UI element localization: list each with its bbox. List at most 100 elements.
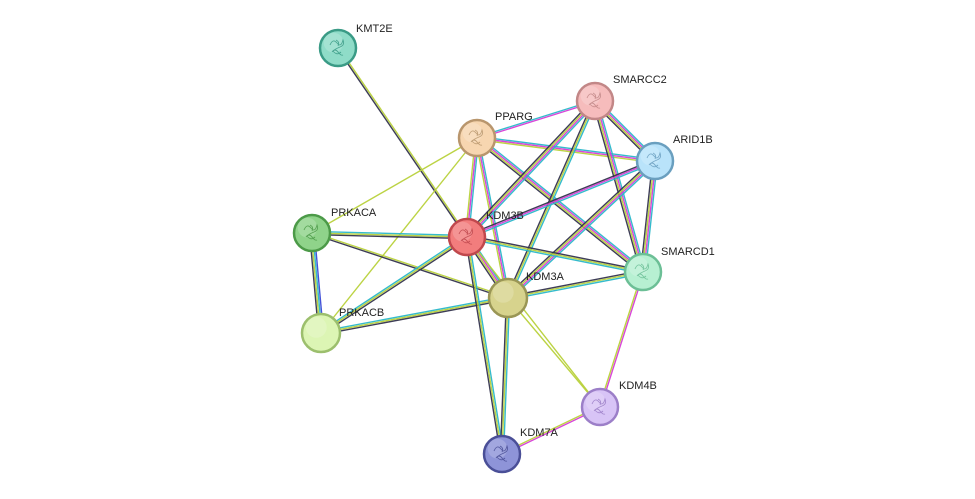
edge-pparg-smarcd1[interactable] [475,135,645,275]
edge-line-textmining [476,138,655,164]
edge-line-coexpression [321,237,469,335]
node-label-kdm7a: KDM7A [520,427,559,439]
edge-line-coexpression [505,158,654,297]
edge-line-database [468,102,598,240]
protein-structure-icon [646,151,662,169]
node-prkaca[interactable] [292,213,332,253]
edge-line-textmining [476,138,643,274]
edge-prkaca-kdm3b[interactable] [311,230,468,240]
edge-line-database [508,272,644,301]
node-kdm7a[interactable] [482,434,522,474]
edge-line-textmining [474,138,508,299]
edge-line-coexpression [507,269,643,298]
edge-line-database [478,135,645,271]
protein-structure-icon [458,227,474,245]
edge-smarcd1-kdm3a[interactable] [507,269,644,301]
node-highlight [492,281,514,303]
edge-pparg-kdm3a[interactable] [474,137,511,299]
edge-line-experimental [476,137,509,299]
edge-line-textmining [320,236,468,334]
node-circle [487,277,529,319]
edge-kdm3b-kdm4b[interactable] [466,236,601,408]
edge-line-database [312,230,468,237]
protein-structure-icon [586,91,602,109]
edge-line-textmining [507,100,596,299]
node-kdm3a[interactable] [487,277,529,319]
edge-line-textmining [593,101,643,273]
node-smarcc2[interactable] [575,81,615,121]
edge-line-database [509,162,658,301]
edge-line-database [502,298,511,455]
node-arid1b[interactable] [635,141,675,181]
edge-pparg-smarcc2[interactable] [476,99,596,140]
edge-line-experimental [466,160,656,238]
node-kmt2e[interactable] [318,28,358,68]
edge-line-database [477,135,656,161]
edge-line-experimental [476,137,656,162]
node-prkacb[interactable] [300,312,342,354]
edge-line-coexpression [321,298,509,336]
node-label-prkacb: PRKACB [339,307,384,319]
node-label-prkaca: PRKACA [331,207,377,219]
edge-line-coexpression [466,158,655,237]
edge-line-textmining [311,232,468,238]
edge-line-experimental [477,101,596,140]
protein-structure-icon [468,128,484,146]
node-highlight [628,256,649,277]
edge-line-textmining [507,271,644,299]
node-highlight [640,145,661,166]
edge-line-textmining [311,137,478,234]
node-kdm3b[interactable] [447,217,487,257]
node-kdm4b[interactable] [580,387,620,427]
edge-line-textmining [501,297,509,455]
edge-line-coexpression [499,297,508,454]
edge-smarcc2-kdm3a[interactable] [505,100,598,299]
node-label-kmt2e: KMT2E [356,23,393,35]
edge-line-database [476,99,595,138]
edge-line-coexpression [475,139,642,275]
edge-line-coexpression [464,237,502,455]
edge-kmt2e-kdm3b[interactable] [336,47,469,238]
edge-line-textmining [338,47,469,237]
edge-line-database [466,237,643,275]
node-circle [300,312,342,354]
edge-arid1b-kdm3a[interactable] [505,158,658,301]
node-label-pparg: PPARG [495,111,533,123]
edge-line-experimental [600,272,645,408]
protein-structure-icon [591,397,607,415]
edge-line-experimental [467,101,597,239]
edge-smarcd1-kdm3b[interactable] [466,234,644,275]
protein-structure-icon [329,38,345,56]
protein-structure-icon [303,223,319,241]
node-pparg[interactable] [457,118,497,158]
node-label-kdm4b: KDM4B [619,380,657,392]
edge-smarcd1-kdm4b[interactable] [598,271,645,408]
edge-line-textmining [466,236,601,408]
node-highlight [305,316,327,338]
node-smarcd1[interactable] [623,252,663,292]
edge-kdm3a-kdm7a[interactable] [499,297,511,455]
edge-smarcc2-smarcd1[interactable] [592,100,646,273]
edge-arid1b-kdm3b[interactable] [466,158,656,240]
edge-line-textmining [466,236,503,455]
protein-structure-icon [493,444,509,462]
edge-line-database [467,161,656,240]
node-highlight [585,391,606,412]
node-label-kdm3a: KDM3A [526,271,565,283]
edge-line-coexpression [464,98,594,236]
edge-line-database [467,236,505,454]
edge-line-textmining [506,159,655,298]
node-label-smarcc2: SMARCC2 [613,74,667,86]
edge-line-coexpression [467,234,644,272]
edge-line-database [596,100,646,272]
edge-kdm3b-kdm7a[interactable] [464,236,505,455]
edge-line-experimental [477,136,644,272]
edge-line-database [319,235,467,333]
edge-prkacb-kdm3b[interactable] [319,235,469,335]
edge-pparg-prkaca[interactable] [311,137,478,234]
edge-pparg-arid1b[interactable] [476,135,656,164]
edge-line-textmining [466,236,644,273]
node-label-arid1b: ARID1B [673,134,713,146]
edge-kdm3a-kdm4b[interactable] [507,297,601,408]
edge-smarcc2-kdm3b[interactable] [464,98,598,240]
